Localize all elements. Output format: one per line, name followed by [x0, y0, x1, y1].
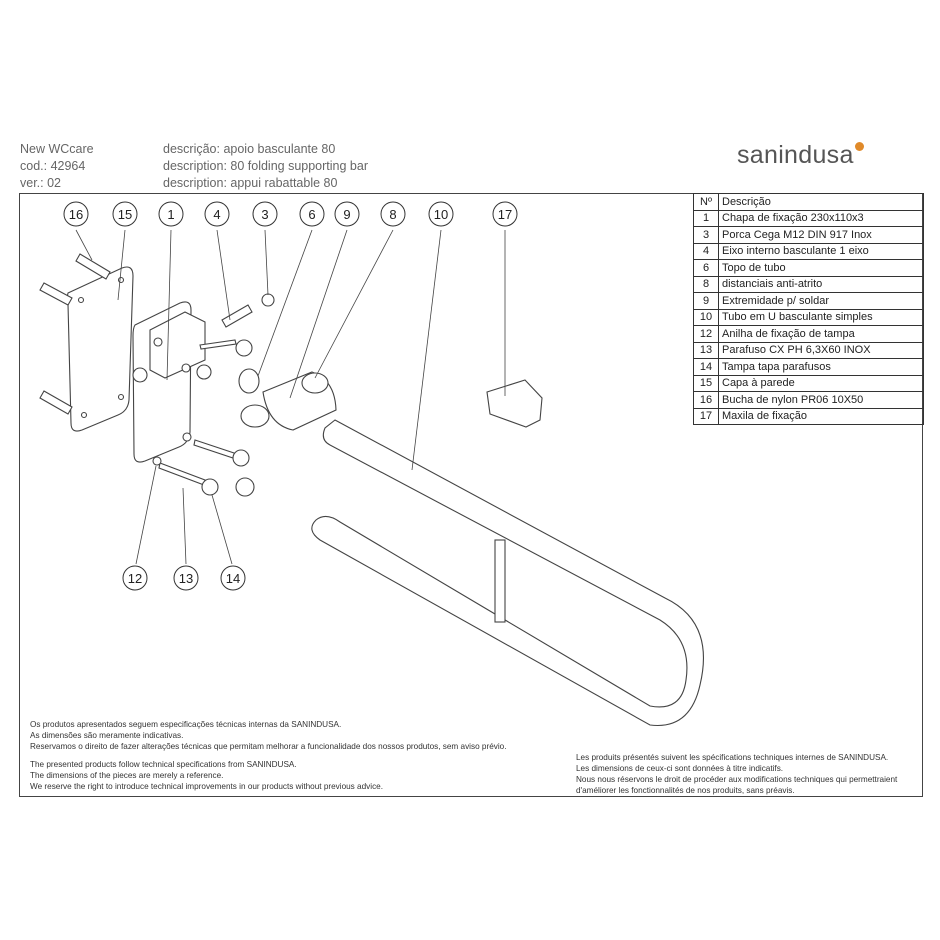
disclaimer-left: Os produtos apresentados seguem especifi…	[30, 719, 506, 792]
part-num: 12	[693, 325, 719, 343]
disclaimer-line: Reservamos o direito de fazer alterações…	[30, 742, 507, 751]
part-desc: Anilha de fixação de tampa	[718, 325, 924, 343]
disclaimer-line: Nous nous réservons le droit de procéder…	[576, 775, 898, 784]
nylon-dowels	[39, 253, 111, 415]
part-num: 8	[693, 275, 719, 293]
part-desc: Capa à parede	[718, 374, 924, 392]
callout-label: 9	[343, 207, 350, 222]
callout-label: 3	[261, 207, 268, 222]
logo-text: sanindusa	[737, 141, 854, 169]
part-desc: Parafuso CX PH 6,3X60 INOX	[718, 341, 924, 359]
callout-15: 15	[112, 201, 138, 227]
callout-13: 13	[173, 565, 199, 591]
header-left: New WCcare cod.: 42964 ver.: 02	[20, 141, 94, 192]
part-desc: Tubo em U basculante simples	[718, 308, 924, 326]
part-num: 6	[693, 259, 719, 277]
callout-label: 12	[128, 571, 142, 586]
callout-9: 9	[334, 201, 360, 227]
callout-12: 12	[122, 565, 148, 591]
part-num: 15	[693, 374, 719, 392]
part-num: 4	[693, 242, 719, 260]
callout-label: 10	[434, 207, 448, 222]
part-desc: Eixo interno basculante 1 eixo	[718, 242, 924, 260]
description-pt: descrição: apoio basculante 80	[163, 142, 336, 156]
callout-label: 1	[167, 207, 174, 222]
callout-6: 6	[299, 201, 325, 227]
part-num: 3	[693, 226, 719, 244]
part-desc: Chapa de fixação 230x110x3	[718, 209, 924, 227]
product-version: ver.: 02	[20, 176, 61, 190]
part-desc: Topo de tubo	[718, 259, 924, 277]
part-num: 1	[693, 209, 719, 227]
pivot-axle	[221, 304, 253, 328]
fixing-clip	[486, 379, 543, 428]
disclaimer-line: Les dimensions de ceux-ci sont données à…	[576, 764, 784, 773]
disclaimer-line: The dimensions of the pieces are merely …	[30, 771, 224, 780]
callout-4: 4	[204, 201, 230, 227]
callout-label: 14	[226, 571, 240, 586]
disclaimer-line: As dimensões são meramente indicativas.	[30, 731, 184, 740]
callout-10: 10	[428, 201, 454, 227]
header-num: Nº	[693, 193, 719, 211]
parts-table-header: Nº Descrição	[693, 193, 924, 211]
callout-label: 8	[389, 207, 396, 222]
callout-3: 3	[252, 201, 278, 227]
callout-16: 16	[63, 201, 89, 227]
header-desc: Descrição	[718, 193, 924, 211]
callout-label: 17	[498, 207, 512, 222]
part-num: 16	[693, 391, 719, 409]
callout-label: 4	[213, 207, 220, 222]
callout-label: 6	[308, 207, 315, 222]
disclaimer-right: Les produits présentés suivent les spéci…	[576, 752, 897, 796]
header-descriptions: descrição: apoio basculante 80 descripti…	[163, 141, 368, 192]
wall-cover-plate	[66, 266, 134, 432]
part-desc: Bucha de nylon PR06 10X50	[718, 391, 924, 409]
part-num: 17	[693, 407, 719, 425]
product-code: cod.: 42964	[20, 159, 86, 173]
part-num: 9	[693, 292, 719, 310]
callout-label: 16	[69, 207, 83, 222]
callout-14: 14	[220, 565, 246, 591]
description-en: description: 80 folding supporting bar	[163, 159, 368, 173]
part-num: 14	[693, 358, 719, 376]
product-name: New WCcare	[20, 142, 94, 156]
logo-accent-icon	[854, 142, 864, 151]
description-fr: description: appui rabattable 80	[163, 176, 338, 190]
drawing-frame	[19, 193, 923, 797]
sanindusa-logo: sanindusa	[737, 141, 864, 170]
part-num: 10	[693, 308, 719, 326]
disclaimer-line: Os produtos apresentados seguem especifi…	[30, 720, 342, 729]
disclaimer-line: Les produits présentés suivent les spéci…	[576, 753, 889, 762]
part-desc: Porca Cega M12 DIN 917 Inox	[718, 226, 924, 244]
callout-label: 13	[179, 571, 193, 586]
part-desc: distanciais anti-atrito	[718, 275, 924, 293]
part-desc: Extremidade p/ soldar	[718, 292, 924, 310]
disclaimer-line: The presented products follow technical …	[30, 760, 297, 769]
disclaimer-line: d'améliorer les fonctionnalités de nos p…	[576, 786, 795, 795]
callout-label: 15	[118, 207, 132, 222]
callout-1: 1	[158, 201, 184, 227]
u-tube	[311, 419, 704, 727]
disclaimer-line: We reserve the right to introduce techni…	[30, 782, 383, 791]
callout-17: 17	[492, 201, 518, 227]
part-num: 13	[693, 341, 719, 359]
part-desc: Tampa tapa parafusos	[718, 358, 924, 376]
callout-8: 8	[380, 201, 406, 227]
part-desc: Maxila de fixação	[718, 407, 924, 425]
